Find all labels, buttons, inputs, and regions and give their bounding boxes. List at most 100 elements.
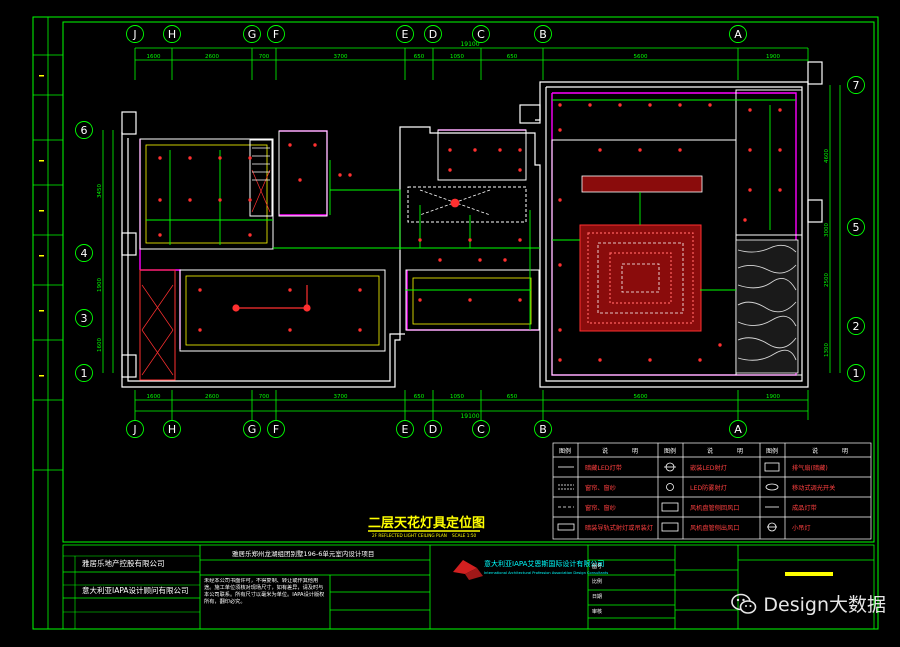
svg-text:C: C — [477, 28, 485, 41]
grid-bubble-bottom-J: J — [126, 420, 144, 438]
dimension-value: 1900 — [97, 278, 103, 292]
legend-description: 移动式调光开关 — [792, 484, 835, 492]
svg-text:5: 5 — [853, 221, 860, 234]
light-fixture-dot — [478, 258, 482, 262]
light-fixture-dot — [558, 263, 562, 267]
light-fixture-dot — [598, 358, 602, 362]
legend-description: 暗藏LED灯带 — [585, 464, 622, 472]
light-fixture-dot — [558, 103, 562, 107]
wechat-icon — [731, 591, 757, 617]
sheet-field-label: 日期 — [592, 594, 602, 600]
light-fixture-dot — [288, 328, 292, 332]
legend-header: 明 — [842, 448, 848, 455]
company-logo — [453, 560, 483, 580]
svg-text:J: J — [132, 28, 136, 41]
light-fixture-dot — [218, 198, 222, 202]
svg-text:F: F — [273, 28, 279, 41]
legend-header: 明 — [632, 448, 638, 455]
light-fixture-dot — [678, 148, 682, 152]
svg-text:1: 1 — [81, 367, 88, 380]
dimension-value: 2500 — [824, 273, 830, 287]
legend-header: 说 — [812, 447, 818, 455]
total-dimension-bottom: 19100 — [460, 413, 479, 420]
legend-description: 暗装导轨式射灯或吊装灯 — [585, 524, 653, 532]
company-name-en: International Architectural Profession A… — [484, 571, 608, 575]
grid-bubble-right-5: 5 — [847, 218, 865, 236]
light-fixture-dot — [648, 103, 652, 107]
dimension-value: 700 — [259, 54, 270, 60]
grid-bubble-bottom-C: C — [472, 420, 490, 438]
svg-text:E: E — [402, 28, 409, 41]
light-fixture-dot — [518, 298, 522, 302]
grid-bubble-bottom-E: E — [396, 420, 414, 438]
light-fixture-dot — [748, 188, 752, 192]
light-fixture-dot — [518, 168, 522, 172]
light-fixture-dot — [678, 103, 682, 107]
light-fixture-dot — [778, 188, 782, 192]
legend-header: 说 — [602, 447, 608, 455]
legend-description: LED防雾射灯 — [690, 484, 727, 492]
light-fixture-dot — [498, 148, 502, 152]
dimension-value: 3700 — [334, 394, 348, 400]
dimension-value: 3000 — [824, 223, 830, 237]
light-fixture-dot — [778, 108, 782, 112]
dimension-value: 1900 — [766, 394, 780, 400]
grid-bubble-top-F: F — [267, 25, 285, 43]
legend-header: 图例 — [559, 447, 571, 455]
grid-bubble-left-1: 1 — [75, 364, 93, 382]
closet-crosshatch — [141, 169, 271, 376]
light-fixture-dot — [503, 258, 507, 262]
light-fixture-dot — [448, 148, 452, 152]
light-fixture-dot — [468, 298, 472, 302]
grid-bubble-right-1: 1 — [847, 364, 865, 382]
svg-text:G: G — [248, 423, 257, 436]
grid-bubble-bottom-A: A — [729, 420, 747, 438]
dimension-value: 5600 — [634, 394, 648, 400]
dimension-value: 4600 — [824, 149, 830, 163]
bottom-dimension-lines — [134, 390, 809, 420]
svg-text:A: A — [734, 423, 742, 436]
light-fixture-dot — [558, 328, 562, 332]
legend-description: 成品灯带 — [792, 504, 817, 512]
light-fixture-dot — [473, 148, 477, 152]
dimension-value: 1050 — [450, 394, 464, 400]
grid-bubble-bottom-B: B — [534, 420, 552, 438]
dimension-value: 5600 — [634, 54, 648, 60]
light-fixture-dot — [518, 238, 522, 242]
drawing-frame — [62, 21, 875, 543]
grid-bubble-top-B: B — [534, 25, 552, 43]
sheet-field-label: 图号 — [592, 564, 602, 570]
living-room-carpet-pattern — [579, 224, 702, 332]
svg-text:4: 4 — [81, 247, 88, 260]
legend-description: 风机盘管侧回风口 — [690, 504, 740, 512]
grid-bubble-bottom-F: F — [267, 420, 285, 438]
light-fixture-dot — [438, 258, 442, 262]
dimension-value: 1600 — [97, 338, 103, 352]
grid-bubble-left-3: 3 — [75, 309, 93, 327]
living-room-feature-strip — [581, 175, 703, 193]
grid-bubble-right-2: 2 — [847, 317, 865, 335]
entry-ceiling-light — [419, 189, 491, 216]
light-fixture-dot — [158, 198, 162, 202]
light-fixture-dot — [518, 148, 522, 152]
title-block-grid-left — [63, 555, 200, 629]
light-fixture-dot — [248, 233, 252, 237]
light-fixture-dot — [638, 148, 642, 152]
light-fixture-dot — [298, 178, 302, 182]
outer-walls — [121, 61, 823, 388]
light-fixture-dot — [418, 298, 422, 302]
light-fixture-dot — [248, 198, 252, 202]
light-fixture-dot — [618, 103, 622, 107]
legend-description: 窗帘、窗纱 — [585, 484, 616, 492]
svg-text:J: J — [132, 423, 136, 436]
light-fixture-dot — [358, 288, 362, 292]
dimension-value: 1300 — [824, 343, 830, 357]
light-fixture-dot — [698, 358, 702, 362]
